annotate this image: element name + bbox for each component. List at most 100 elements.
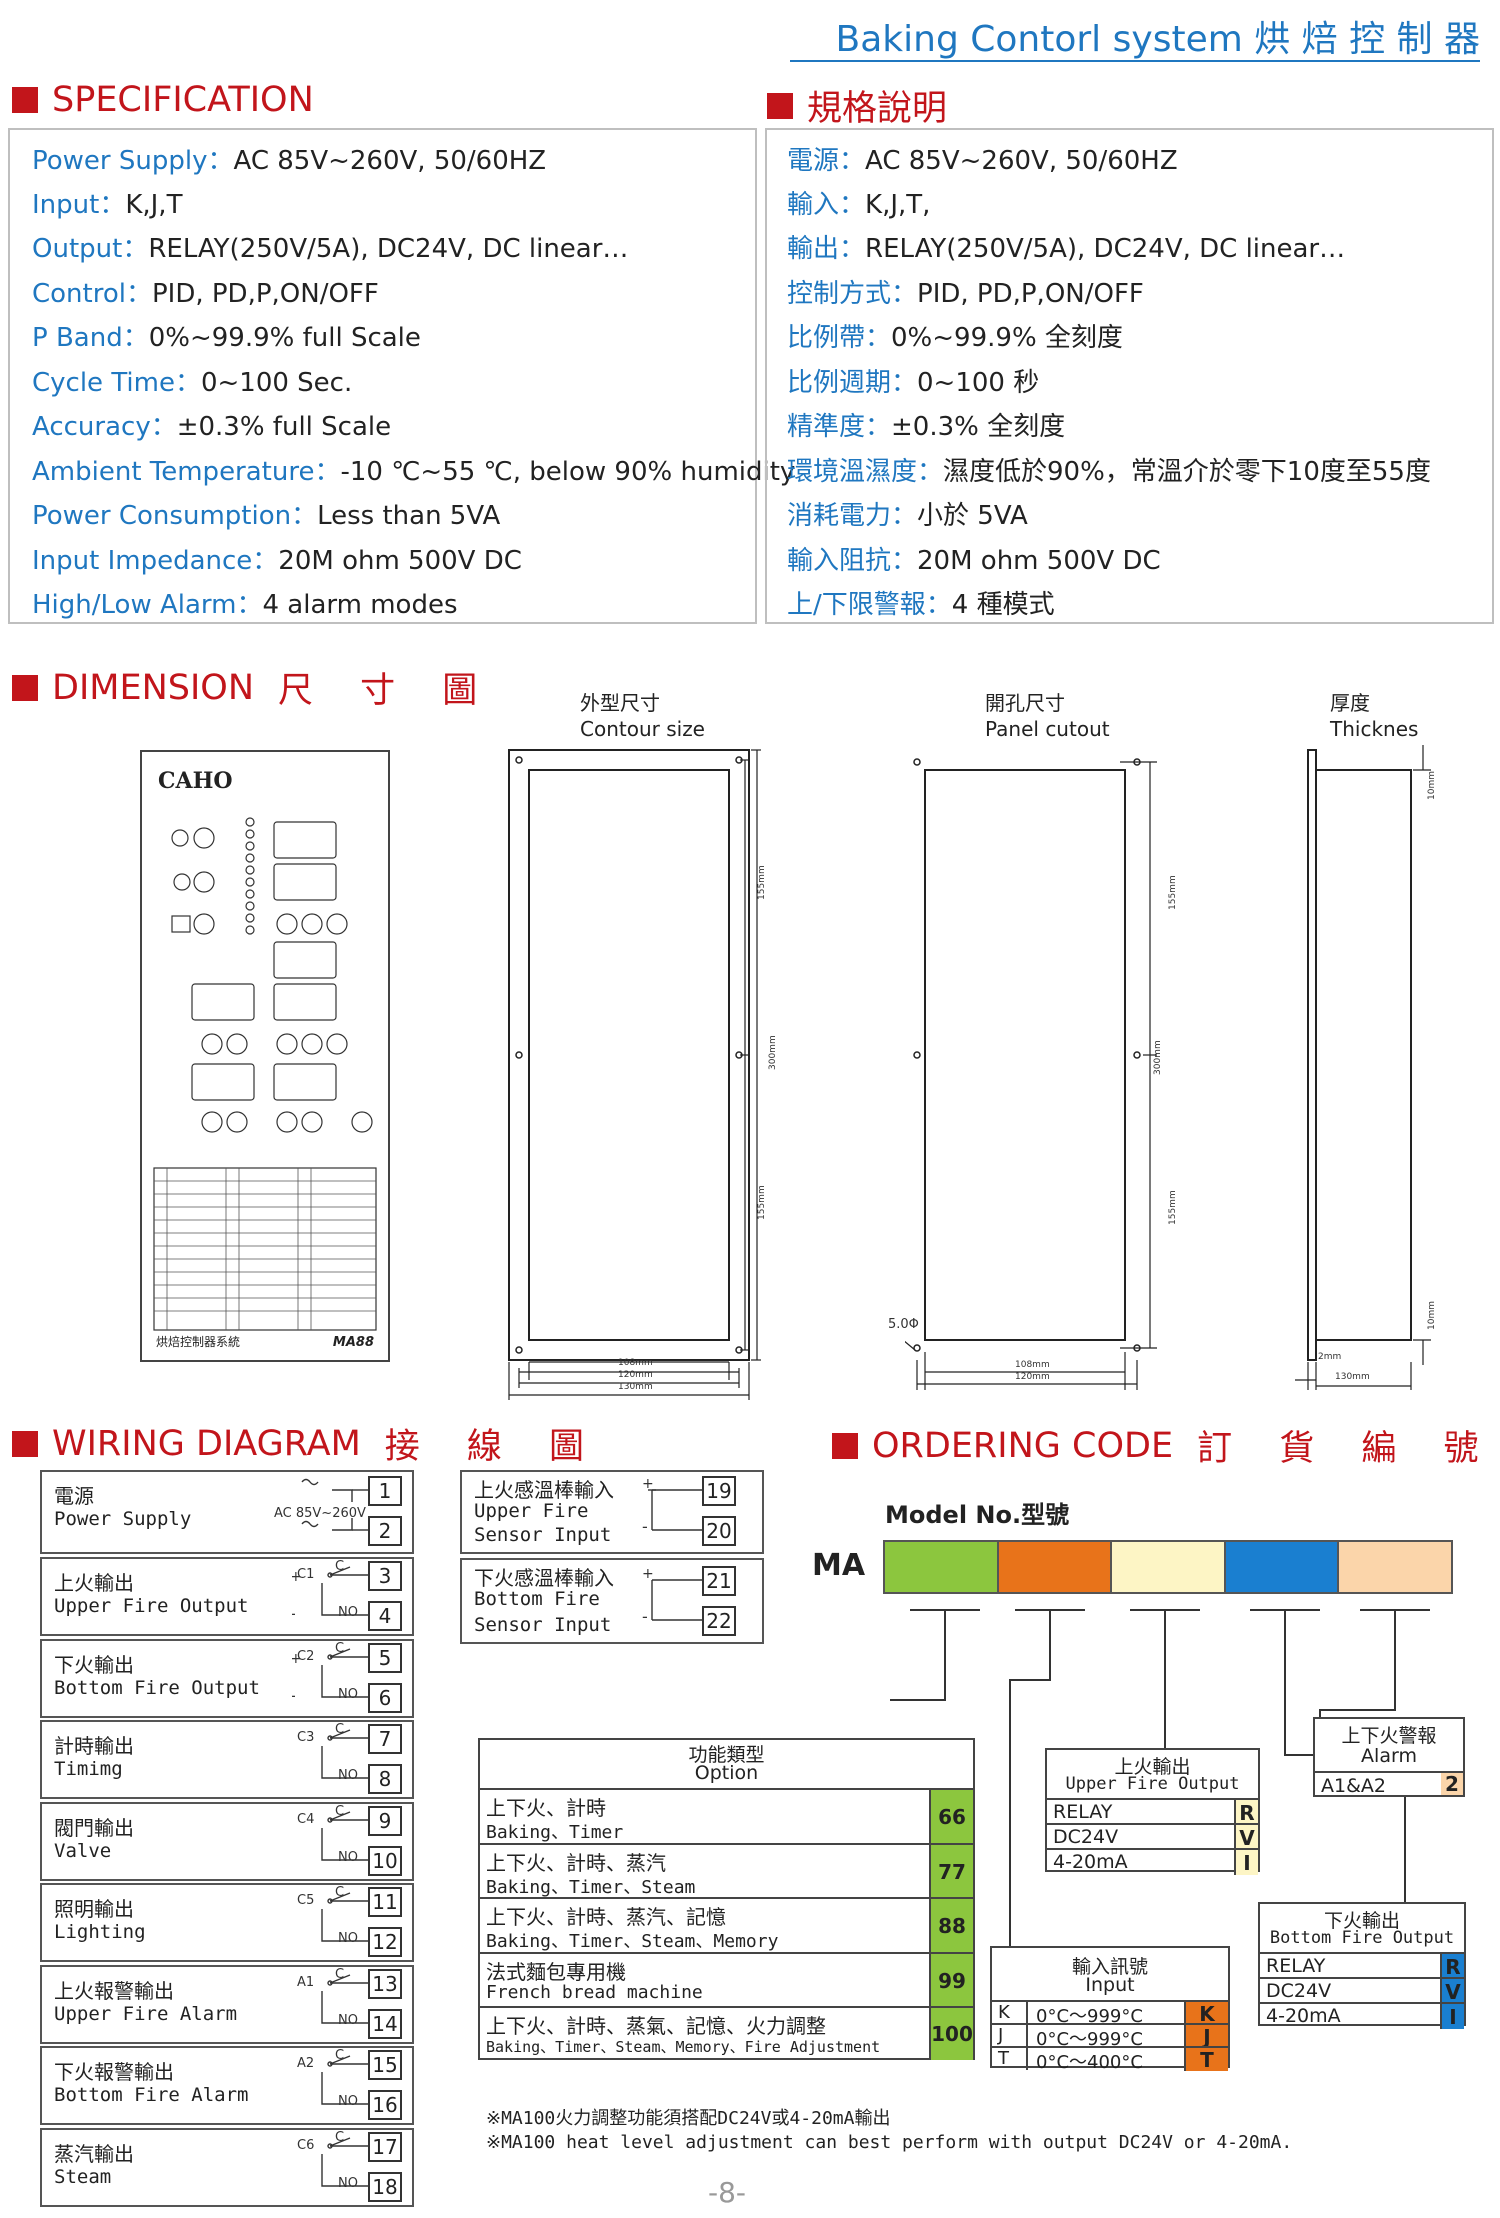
relay-contact-icon: +- [292,1647,368,1705]
svg-text:-: - [642,1517,648,1536]
wiring-label-zh: 上火感溫棒輸入 [474,1478,614,1502]
cutout-label-zh: 開孔尺寸 [985,691,1065,715]
contact-no-label: NO [338,1605,358,1620]
terminal: 8 [368,1764,402,1794]
wiring-label-en: Valve [54,1839,112,1862]
spec-key: 輸出： [787,234,866,264]
input-row-type: T [998,2048,1009,2069]
wiring-label-zh: 下火感溫棒輸入 [474,1566,614,1590]
contour-label: 外型尺寸 Contour size [580,690,705,742]
terminal: 17 [368,2131,402,2162]
wiring-label-zh: 閥門輸出 [54,1815,134,1840]
terminal: 5 [368,1642,402,1673]
contact-c-label: C [335,1966,345,1982]
ordering-note-zh: ※MA100火力調整功能須搭配DC24V或4-20mA輸出 [486,2108,891,2129]
contour-label-en: Contour size [580,717,705,741]
spec-zh-heading: 規格說明 [767,80,947,131]
spec-key: 精準度： [787,412,892,442]
spec-row: Control：PID, PD,P,ON/OFF [32,273,379,310]
spec-value: 20M ohm 500V DC [917,546,1161,576]
terminal: 7 [368,1724,402,1754]
svg-text:-: - [642,1607,648,1626]
option-code: 77 [929,1844,973,1899]
wiring-label-en: Upper Fire Output [54,1595,249,1617]
spec-row: Accuracy：±0.3% full Scale [32,406,391,443]
spec-key: 比例週期： [787,368,918,398]
wiring-heading-label: WIRING DIAGRAM [52,1423,361,1464]
option-row-zh: 上下火、計時、蒸汽 [486,1850,666,1875]
svg-text:+: + [292,1651,302,1667]
bottom-row-label: 4-20mA [1266,2005,1341,2027]
spec-row: Power Supply：AC 85V~260V, 50/60HZ [32,140,546,177]
page-header: Baking Contorl system 烘 焙 控 制 器 [790,10,1480,62]
heading-square-icon [832,1432,858,1459]
ac-wave-icon [301,1478,368,1531]
contact-c-label: C [335,2048,345,2063]
upper-row-label: DC24V [1053,1826,1119,1848]
contact-label: C3 [297,1730,315,1745]
spec-row: Input Impedance：20M ohm 500V DC [32,540,522,577]
wiring-label-en: Steam [54,2165,112,2188]
header-underline [790,60,1480,62]
alarm-code: 2 [1441,1772,1463,1796]
thickness-dim-130: 130mm [1335,1372,1370,1382]
dimension-heading-zh: 尺 寸 圖 [278,671,496,711]
wiring-label-zh: 照明輸出 [54,1897,134,1921]
panel-brand-logo: CAHO [158,768,233,794]
spec-key: Output： [32,234,149,264]
contour-dim-108: 108mm [618,1358,653,1368]
wiring-label-zh: 蒸汽輸出 [54,2141,134,2166]
spec-value: ±0.3% 全刻度 [891,412,1066,442]
thickness-dim-10-top: 10mm [1427,771,1437,800]
spec-value: RELAY(250V/5A), DC24V, DC linear… [865,234,1346,264]
terminal: 9 [368,1805,402,1836]
terminal: 10 [368,1845,402,1876]
heading-square-icon [767,92,793,119]
contact-no-label: NO [338,2175,358,2191]
spec-value: 0~100 秒 [917,368,1040,398]
option-row-en: Baking、Timer、Steam [486,1876,696,1898]
code-bar-segment [996,1540,1113,1594]
dimension-heading-label: DIMENSION [52,667,255,708]
svg-text:+: + [292,1569,302,1585]
bottom-title-zh: 下火輸出 [1323,1910,1400,1932]
contact-no-label: NO [338,1686,358,1702]
terminal: 2 [368,1516,402,1546]
option-code: 100 [929,2008,973,2060]
spec-zh-row: 輸入：K,J,T, [787,184,930,221]
input-row-range: 0°C～999°C [1036,2006,1143,2027]
spec-value: 濕度低於90%，常溫介於零下10度至55度 [943,457,1431,487]
terminal: 16 [368,2090,402,2120]
relay-contact-icon [321,1892,368,1942]
option-code: 66 [929,1790,973,1844]
spec-key: P Band： [32,323,149,353]
cutout-drawing [905,758,1157,1390]
cutout-dim-108: 108mm [1015,1360,1050,1370]
upper-code: V [1234,1825,1258,1850]
contact-c-label: C [335,2129,345,2145]
code-bar-segment [883,1540,999,1594]
code-bar [883,1540,1453,1594]
wiring-label-en: Power Supply [54,1508,192,1530]
option-row-zh: 法式麵包專用機 [486,1959,626,1984]
bottom-code: V [1440,1979,1464,2004]
option-row-en: French bread machine [486,1981,703,2003]
wiring-label-en: Bottom Fire [474,1588,600,1610]
spec-value: 20M ohm 500V DC [278,546,522,576]
terminal: 13 [368,1968,402,1999]
input-code: K [1184,2002,1228,2026]
contour-dim-300: 300mm [768,1035,778,1070]
contour-dim-120: 120mm [618,1370,653,1380]
spec-zh-row: 比例週期：0~100 秒 [787,362,1039,399]
upper-code: R [1234,1800,1258,1825]
wiring-heading: WIRING DIAGRAM 接 線 圖 [12,1418,602,1469]
spec-key: High/Low Alarm： [32,590,263,620]
ordering-heading-zh: 訂 貨 編 號 [1197,1429,1497,1469]
spec-zh-row: 輸出：RELAY(250V/5A), DC24V, DC linear… [787,228,1345,265]
